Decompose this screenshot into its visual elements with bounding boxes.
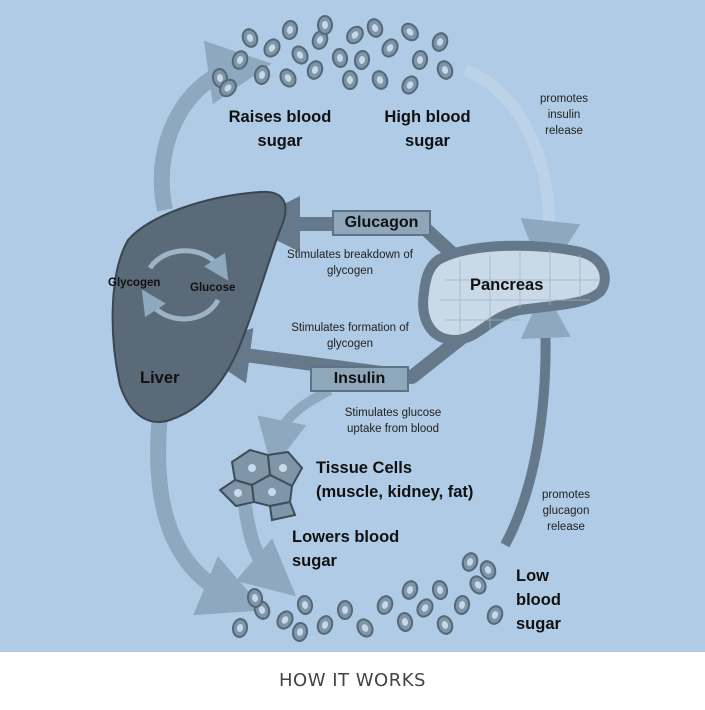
blood-cell-center	[258, 606, 266, 614]
label-liver: Liver	[140, 369, 180, 387]
label-stimulates-uptake: Stimulates glucose uptake from blood	[344, 407, 442, 435]
cycle-arrow-bottom	[141, 289, 221, 322]
blood-cell-center	[416, 56, 424, 64]
arrow-tissue-to-low-sugar	[235, 504, 297, 597]
label-stimulates-formation: Stimulates formation of glycogen	[291, 322, 409, 350]
blood-cell-center	[224, 84, 232, 92]
blood-cell-center	[286, 26, 294, 34]
blood-cell-center	[246, 34, 254, 42]
label-low-blood-sugar: Low blood sugar	[516, 567, 561, 633]
label-high-blood-sugar: High blood sugar	[384, 108, 471, 150]
blood-cell-center	[296, 628, 304, 636]
blood-cell-center	[236, 56, 244, 64]
arrow-insulin-to-tissue	[257, 385, 333, 470]
blood-cell-center	[321, 621, 329, 629]
label-insulin: Insulin	[310, 366, 409, 392]
blood-cell-center	[311, 66, 319, 74]
blood-cell-center	[484, 566, 492, 574]
blood-cell-center	[466, 558, 474, 566]
arrow-insulin-to-liver	[194, 327, 470, 384]
blood-cell-center	[301, 601, 309, 609]
blood-cell-center	[361, 624, 369, 632]
blood-cell-center	[436, 586, 444, 594]
label-stimulates-breakdown: Stimulates breakdown of glycogen	[287, 249, 413, 277]
blood-cell-center	[474, 581, 482, 589]
label-promotes-glucagon-release: promotes glucagon release	[542, 489, 590, 533]
liver-shape	[111, 190, 287, 423]
label-glucose: Glucose	[190, 282, 236, 294]
pancreas-shape	[418, 240, 610, 346]
blood-cell-center	[376, 76, 384, 84]
label-glucagon: Glucagon	[332, 210, 431, 236]
blood-cell-center	[236, 624, 244, 632]
arrow-high-sugar-to-pancreas	[462, 64, 581, 281]
blood-cell-center	[258, 71, 266, 79]
arrow-low-sugar-to-pancreas	[500, 288, 571, 548]
cycle-arrow-top	[147, 248, 229, 281]
footer-caption: HOW IT WORKS	[279, 670, 426, 691]
blood-cell-center	[284, 74, 292, 82]
blood-cell-center	[358, 56, 366, 64]
blood-cell-center	[386, 44, 394, 52]
blood-cell-center	[251, 594, 259, 602]
blood-cell-center	[347, 76, 353, 84]
label-lowers-blood-sugar: Lowers blood sugar	[292, 528, 400, 570]
label-tissue-cells: Tissue Cells	[316, 459, 412, 477]
blood-cell-center	[281, 616, 289, 624]
blood-cell-center	[401, 618, 409, 626]
label-glycogen: Glycogen	[108, 277, 161, 289]
blood-cell-center	[381, 601, 389, 609]
blood-cell-center	[406, 28, 414, 36]
blood-cells-high	[211, 15, 454, 98]
blood-cell-center	[371, 24, 379, 32]
blood-cell-center	[491, 611, 499, 619]
blood-cells-low	[231, 552, 504, 642]
blood-cell-center	[342, 606, 348, 614]
blood-cell-center	[441, 66, 449, 74]
blood-cell-center	[268, 44, 276, 52]
blood-cell-center	[406, 586, 414, 594]
blood-cell-center	[406, 81, 414, 89]
blood-cell-center	[296, 51, 304, 59]
blood-cell-center	[316, 36, 324, 44]
blood-cell-center	[441, 621, 449, 629]
diagram-art	[111, 15, 610, 642]
label-tissue-cells-sub: (muscle, kidney, fat)	[316, 483, 474, 501]
blood-cell-center	[421, 604, 429, 612]
blood-cell-center	[458, 601, 466, 609]
blood-cell-center	[216, 74, 224, 82]
blood-cell-center	[436, 38, 444, 46]
arrow-liver-to-low-sugar	[150, 414, 265, 616]
label-raises-blood-sugar: Raises blood sugar	[228, 108, 332, 150]
label-promotes-insulin-release: promotes insulin release	[540, 93, 588, 137]
blood-cell-center	[351, 31, 359, 39]
blood-cell-center	[322, 21, 328, 29]
blood-cell-center	[336, 54, 344, 62]
label-pancreas: Pancreas	[470, 276, 544, 294]
tissue-cells-cluster	[218, 448, 304, 522]
